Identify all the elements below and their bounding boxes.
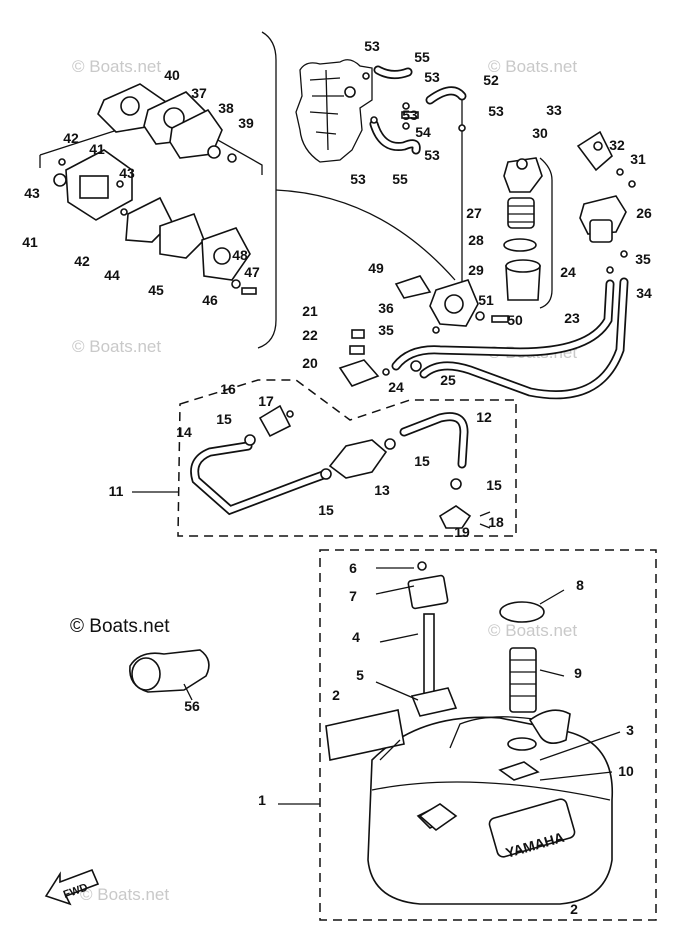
part-label-21: 21: [302, 303, 318, 319]
part-label-11: 11: [109, 483, 124, 499]
center-fuel-pump: [394, 275, 509, 334]
part-label-26: 26: [636, 205, 652, 221]
watermark-0: © Boats.net: [72, 57, 161, 76]
part-label-45: 45: [148, 282, 164, 298]
part-label-14: 14: [176, 424, 192, 440]
part-label-37: 37: [191, 85, 207, 101]
part-label-1: 1: [258, 792, 266, 808]
part-label-18: 18: [488, 514, 504, 530]
watermark-4: © Boats.net: [488, 621, 577, 640]
part-label-9: 9: [574, 665, 582, 681]
engine-block-outline: [295, 59, 373, 163]
part-label-38: 38: [218, 100, 234, 116]
part-label-49: 49: [368, 260, 384, 276]
part-label-46: 46: [202, 292, 218, 308]
part-label-36: 36: [378, 300, 394, 316]
part-label-12: 12: [476, 409, 492, 425]
part-label-41: 41: [22, 234, 38, 250]
watermark-1: © Boats.net: [488, 57, 577, 76]
part-label-34: 34: [636, 285, 652, 301]
part-label-32: 32: [609, 137, 625, 153]
fuel-filter-assembly: [503, 130, 636, 301]
part-label-53: 53: [350, 171, 366, 187]
part-label-47: 47: [244, 264, 260, 280]
part-label-52: 52: [483, 72, 499, 88]
part-label-43: 43: [119, 165, 135, 181]
part-label-24: 24: [388, 379, 404, 395]
part-label-15: 15: [318, 502, 334, 518]
part-label-31: 31: [630, 151, 646, 167]
part-label-51: 51: [478, 292, 494, 308]
part-label-23: 23: [564, 310, 580, 326]
part-label-29: 29: [468, 262, 484, 278]
part-label-15: 15: [216, 411, 232, 427]
part-label-54: 54: [415, 124, 431, 140]
part-label-50: 50: [507, 312, 523, 328]
part-label-4: 4: [352, 629, 360, 645]
part-label-48: 48: [232, 247, 248, 263]
part-label-44: 44: [104, 267, 120, 283]
part-label-41: 41: [89, 141, 105, 157]
part-label-28: 28: [468, 232, 484, 248]
part-label-27: 27: [466, 205, 482, 221]
part-label-53: 53: [364, 38, 380, 54]
part-label-25: 25: [440, 372, 456, 388]
part-label-22: 22: [302, 327, 318, 343]
fuel-hose-assembly-box: [132, 379, 517, 537]
watermark-dark: © Boats.net: [70, 616, 170, 637]
main-fuel-hoses: [391, 277, 629, 400]
part-label-53: 53: [424, 147, 440, 163]
part-label-39: 39: [238, 115, 254, 131]
part-label-40: 40: [164, 67, 180, 83]
part-label-56: 56: [184, 698, 200, 714]
part-label-24: 24: [560, 264, 576, 280]
part-label-20: 20: [302, 355, 318, 371]
part-label-10: 10: [618, 763, 634, 779]
part-label-17: 17: [258, 393, 274, 409]
part-label-33: 33: [546, 102, 562, 118]
part-label-42: 42: [74, 253, 90, 269]
upper-fuel-hoses: [362, 65, 467, 300]
part-label-2: 2: [332, 687, 340, 703]
joint-assembly: [338, 329, 390, 387]
part-label-43: 43: [24, 185, 40, 201]
part-label-2: 2: [570, 901, 578, 917]
watermark-2: © Boats.net: [72, 337, 161, 356]
part-label-53: 53: [402, 107, 418, 123]
part-label-55: 55: [392, 171, 408, 187]
part-label-35: 35: [635, 251, 651, 267]
part-label-30: 30: [532, 125, 548, 141]
watermark-5: © Boats.net: [80, 885, 169, 904]
part-label-16: 16: [220, 381, 236, 397]
part-label-7: 7: [349, 588, 357, 604]
part-label-55: 55: [414, 49, 430, 65]
part-label-13: 13: [374, 482, 390, 498]
part-label-6: 6: [349, 560, 357, 576]
fuel-pump-assembly: [53, 83, 257, 295]
fuel-tank-box: YAMAHA: [278, 549, 657, 921]
part-number-labels: 1223456789101112131415151515161718192021…: [22, 38, 652, 917]
part-label-53: 53: [424, 69, 440, 85]
part-label-15: 15: [486, 477, 502, 493]
part-label-42: 42: [63, 130, 79, 146]
part-label-53: 53: [488, 103, 504, 119]
part-label-5: 5: [356, 667, 364, 683]
part-label-19: 19: [454, 524, 470, 540]
part-label-3: 3: [626, 722, 634, 738]
part-label-8: 8: [576, 577, 584, 593]
part-label-35: 35: [378, 322, 394, 338]
part-label-15: 15: [414, 453, 430, 469]
hose-piece-56: [129, 649, 210, 701]
